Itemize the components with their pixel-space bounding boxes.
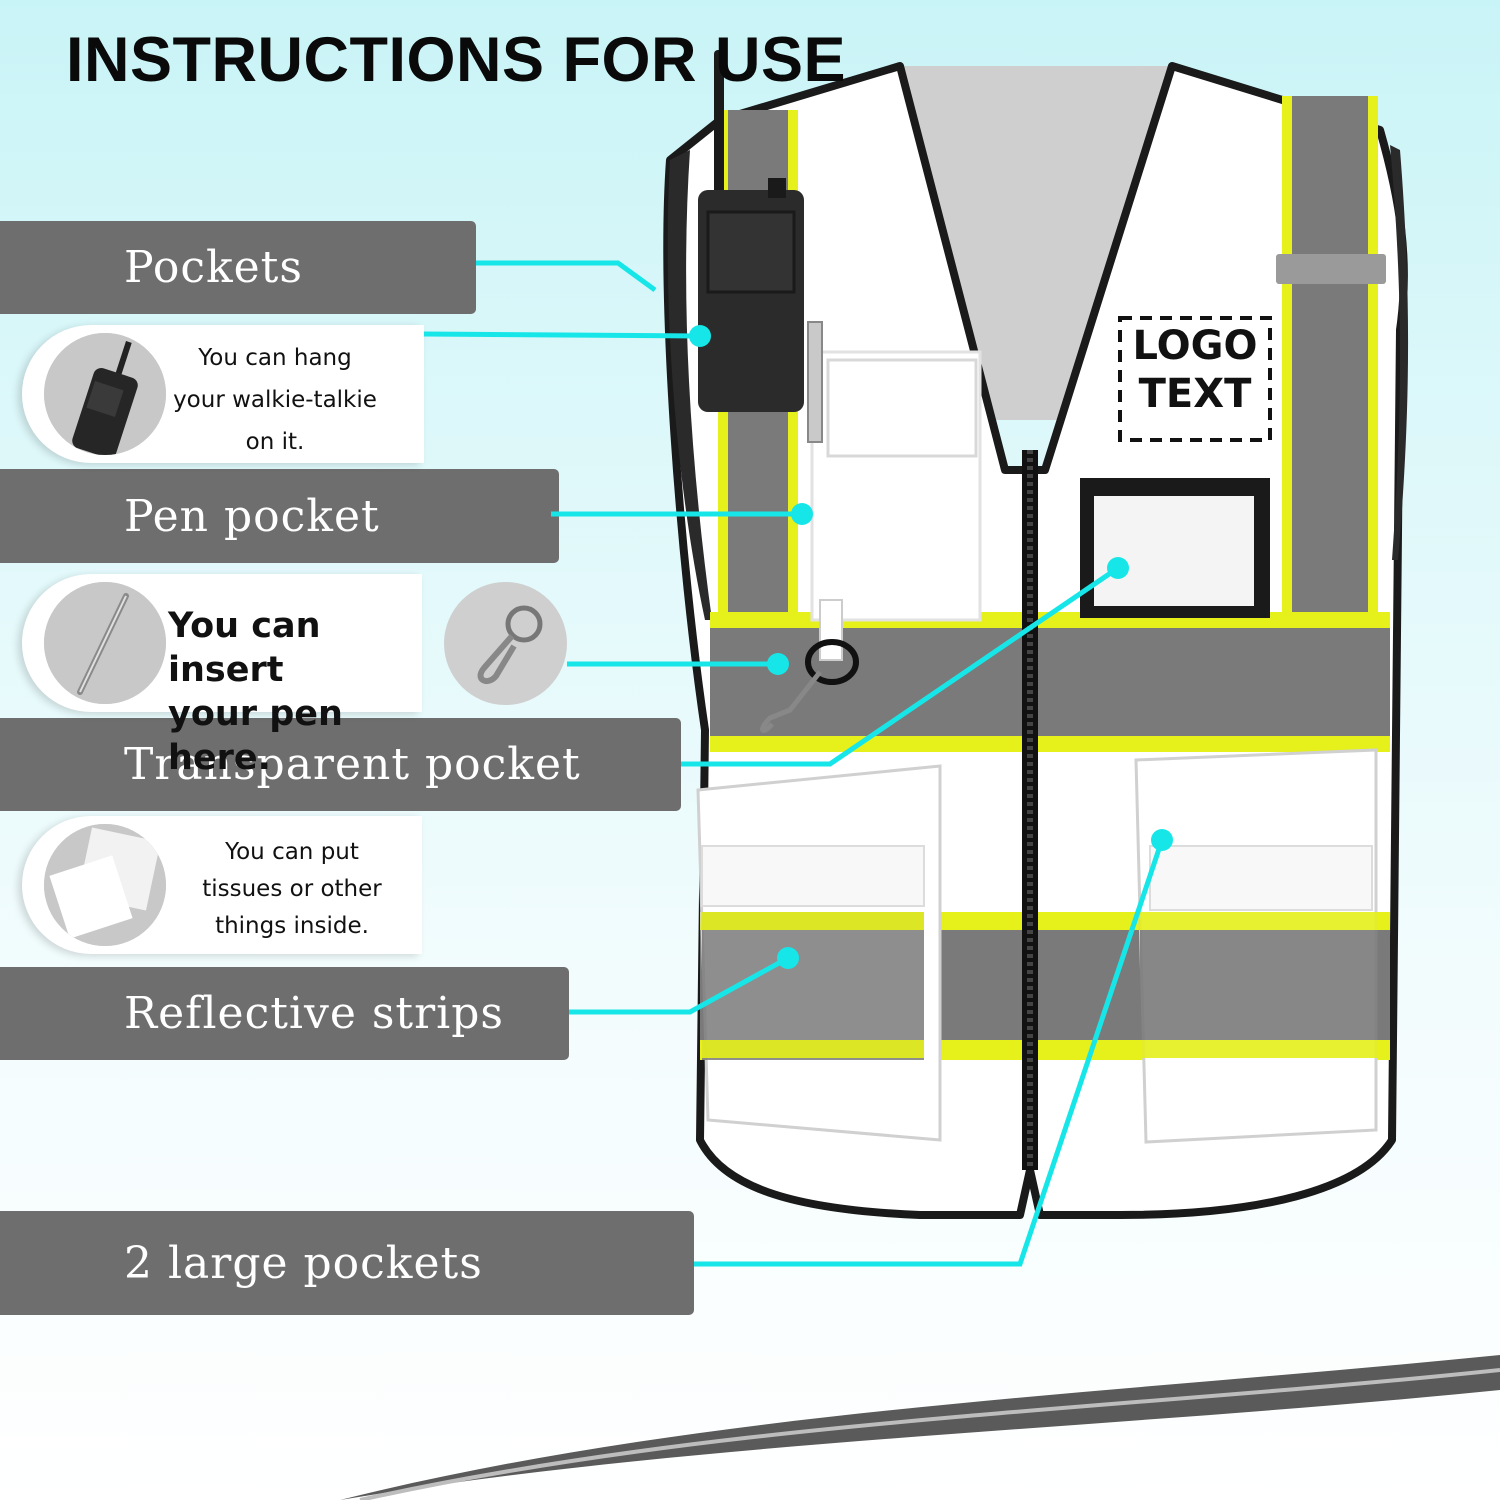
walkie-talkie-card: You can hang your walkie-talkie on it. [22,325,424,463]
tissues-text-line: You can put [225,839,359,865]
logo-placeholder: LOGO TEXT [1124,322,1266,436]
pen-thumbnail [44,582,166,704]
pen-text-line: your pen here. [168,694,343,778]
logo-line-1: LOGO [1132,323,1258,369]
walkie-talkie-card-text: You can hang your walkie-talkie on it. [168,337,382,463]
label-reflective-strips: Reflective strips [0,967,569,1060]
pen-text-line: You can insert [168,606,321,690]
label-transparent-pocket-text: Transparent pocket [124,739,581,790]
walkie-text-line: on it. [245,429,305,455]
pen-card: You can insert your pen here. [22,574,422,778]
pen-icon [44,582,166,704]
label-pockets: Pockets [0,221,476,314]
label-pockets-text: Pockets [124,242,303,293]
tissues-text-line: tissues or other [202,876,382,902]
tissues-text-line: things inside. [215,913,369,939]
label-pen-pocket-text: Pen pocket [124,490,380,542]
carabiner-thumbnail [444,582,567,705]
logo-line-2: TEXT [1138,371,1252,417]
tissues-card-text: You can put tissues or other things insi… [188,834,396,945]
label-reflective-strips-text: Reflective strips [124,988,504,1039]
label-large-pockets-text: 2 large pockets [124,1237,483,1289]
pen-card-text: You can insert your pen here. [168,604,418,780]
label-large-pockets: 2 large pockets [0,1211,694,1315]
walkie-talkie-icon [44,333,166,455]
page-title: INSTRUCTIONS FOR USE [66,25,847,95]
walkie-text-line: your walkie-talkie [173,387,377,413]
carabiner-icon [477,605,543,685]
tissues-icon [44,824,166,946]
tissues-thumbnail [44,824,166,946]
label-transparent-pocket: Transparent pocket [0,718,681,811]
walkie-text-line: You can hang [198,345,352,371]
label-pen-pocket: Pen pocket [0,469,559,563]
walkie-talkie-thumbnail [44,333,166,455]
tissues-card: You can put tissues or other things insi… [22,816,422,954]
